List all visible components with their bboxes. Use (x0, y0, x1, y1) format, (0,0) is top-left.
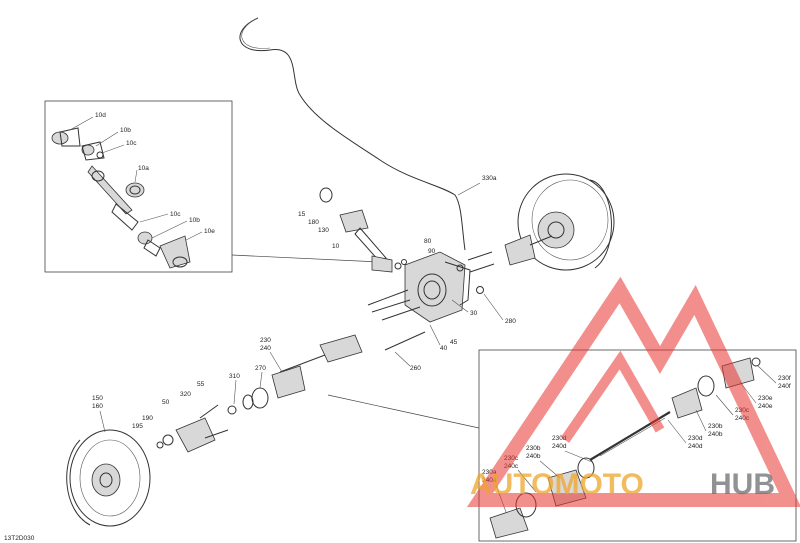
watermark-inner-mark (560, 350, 665, 443)
label-80: 80 (424, 238, 432, 245)
callout-line-bottom (327, 394, 480, 429)
center-driveshaft (319, 187, 407, 273)
label-10: 10 (332, 243, 340, 250)
label-230: 230 (260, 337, 271, 344)
label-240d-top: 240d (688, 443, 703, 450)
inset-driveshaft-parts (51, 116, 203, 269)
inset-frame-top-left (44, 100, 233, 273)
label-50: 50 (162, 399, 170, 406)
label-45: 45 (450, 339, 458, 346)
label-10c-lower: 10c (170, 211, 181, 218)
label-230d-top: 230d (688, 435, 703, 442)
label-130: 130 (318, 227, 329, 234)
breather-hose-end (241, 17, 271, 49)
left-hub-assembly (156, 404, 229, 453)
label-240c: 240c (504, 463, 519, 470)
label-260: 260 (410, 365, 421, 372)
label-230a: 230a (482, 469, 497, 476)
label-240d: 240d (552, 443, 567, 450)
label-190: 190 (142, 415, 153, 422)
label-310: 310 (229, 373, 240, 380)
left-axle-shaft (227, 334, 363, 415)
inset-frame-bottom-right (478, 349, 797, 542)
label-240: 240 (260, 345, 271, 352)
watermark-brand-right: HUB (710, 468, 775, 501)
watermark-triangle-mark (466, 276, 800, 507)
label-150: 150 (92, 395, 103, 402)
label-240b-top: 240b (708, 431, 723, 438)
label-330a: 330a (482, 175, 497, 182)
label-240b: 240b (526, 453, 541, 460)
left-labels: 230 240 270 310 55 320 50 195 190 150 16… (92, 337, 283, 433)
label-10a: 10a (138, 165, 149, 172)
label-10b: 10b (120, 127, 131, 134)
label-160: 160 (92, 403, 103, 410)
inset-top-labels: 10d 10b 10c 10a 10c 10b 10e (95, 112, 215, 235)
label-15: 15 (298, 211, 306, 218)
right-wheel-rim (517, 173, 615, 271)
label-280: 280 (505, 318, 516, 325)
label-10e: 10e (204, 228, 215, 235)
breather-hose (239, 17, 466, 251)
housing-bolts (367, 251, 495, 351)
label-240c-top: 240c (735, 415, 750, 422)
diagram-code: 13T2D030 (4, 535, 35, 542)
label-320: 320 (180, 391, 191, 398)
label-240e: 240e (758, 403, 773, 410)
label-230e: 230e (758, 395, 773, 402)
label-230b: 230b (526, 445, 541, 452)
label-230d: 230d (552, 435, 567, 442)
center-labels: 330a 15 180 130 10 80 90 280 30 40 45 26… (298, 175, 516, 372)
label-10c: 10c (126, 140, 137, 147)
watermark-brand-left: AUTOMOTO (470, 468, 644, 501)
label-270: 270 (255, 365, 266, 372)
label-10b-lower: 10b (189, 217, 200, 224)
left-wheel-rim (66, 429, 151, 527)
label-90: 90 (428, 248, 436, 255)
label-195: 195 (132, 423, 143, 430)
label-55: 55 (197, 381, 205, 388)
label-230f: 230f (778, 375, 791, 382)
label-30: 30 (470, 310, 478, 317)
right-cv-joint (504, 234, 553, 266)
watermark-logo (466, 276, 800, 507)
gearbox-housing (404, 251, 484, 323)
label-230b-top: 230b (708, 423, 723, 430)
callout-line-top (231, 254, 381, 263)
label-40: 40 (440, 345, 448, 352)
label-10d: 10d (95, 112, 106, 119)
watermark-text: AUTOMOTO HUB (470, 468, 775, 501)
label-180: 180 (308, 219, 319, 226)
label-240f: 240f (778, 383, 791, 390)
